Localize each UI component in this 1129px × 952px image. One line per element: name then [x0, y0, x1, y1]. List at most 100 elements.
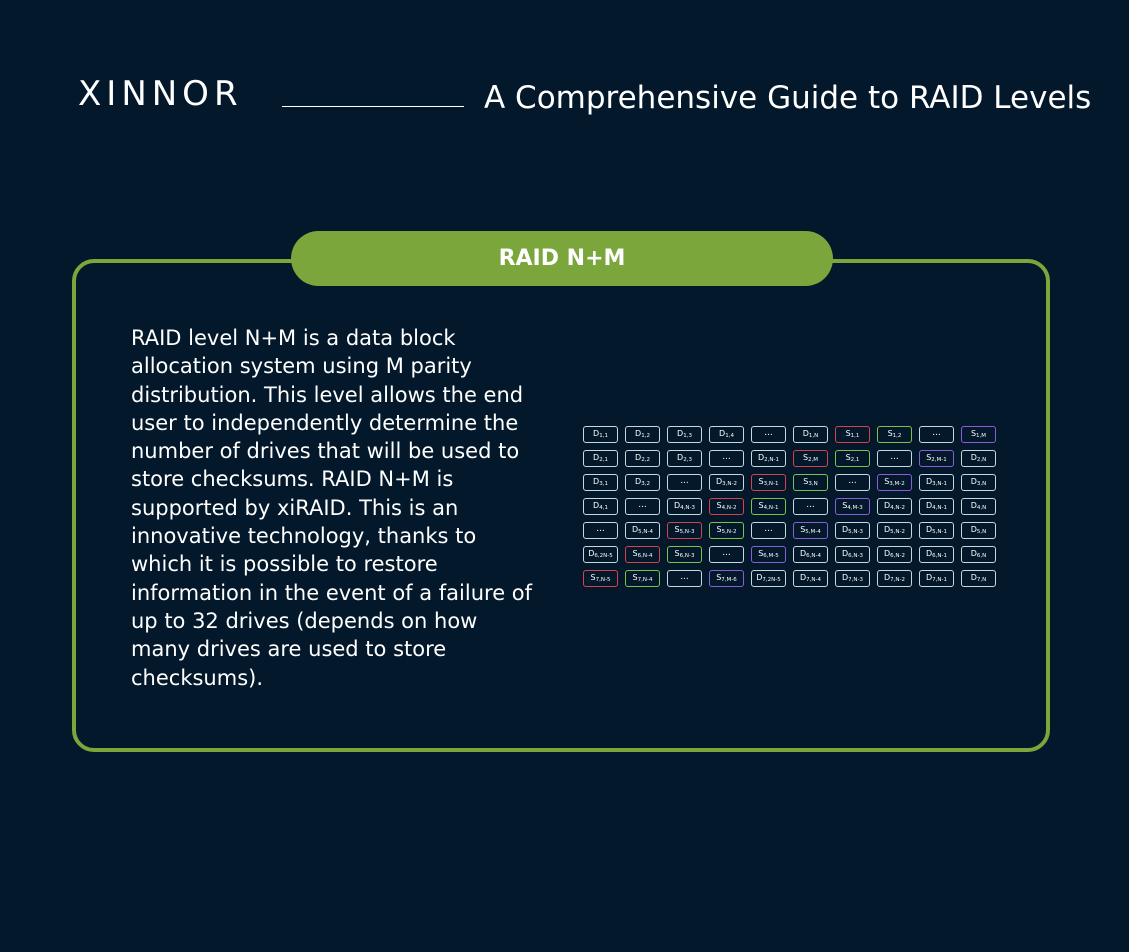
block-subscript: 6,N-4 [806, 553, 822, 559]
block-subscript: 7,2N-5 [762, 577, 781, 583]
block-cell: D5,N-1 [919, 522, 954, 539]
block-cell: ... [793, 498, 828, 515]
block-subscript: 1,1 [599, 433, 608, 439]
block-cell: D4,N-2 [877, 498, 912, 515]
block-cell: D7,N [961, 570, 996, 587]
block-label: D [635, 429, 642, 438]
block-label: D [715, 477, 723, 486]
block-label: S [716, 525, 722, 534]
block-cell: S1,M [961, 426, 996, 443]
block-cell: D7,2N-5 [751, 570, 786, 587]
block-cell: ... [751, 522, 786, 539]
block-cell: S7,N-5 [583, 570, 618, 587]
block-cell: S2,1 [835, 450, 870, 467]
block-cell: ... [667, 474, 702, 491]
block-label: D [970, 525, 977, 534]
block-cell: D3,1 [583, 474, 618, 491]
block-cell: D3,N [961, 474, 996, 491]
block-label: D [841, 549, 849, 558]
block-cell: S7,N-4 [625, 570, 660, 587]
block-cell: ... [877, 450, 912, 467]
block-cell: D5,N [961, 522, 996, 539]
block-subscript: 7,M-6 [721, 577, 737, 583]
block-subscript: 5,N-3 [679, 529, 695, 535]
block-cell: S2,M-1 [919, 450, 954, 467]
block-label: S [758, 549, 764, 558]
block-cell: D4,N [961, 498, 996, 515]
block-label: D [593, 477, 600, 486]
block-label: D [802, 429, 809, 438]
block-cell: S5,N-3 [667, 522, 702, 539]
block-label: D [970, 549, 977, 558]
block-subscript: 6,N-2 [890, 553, 906, 559]
block-subscript: 5,N-1 [932, 529, 948, 535]
block-label: D [883, 525, 891, 534]
block-cell: D6,N-1 [919, 546, 954, 563]
block-label: S [716, 573, 722, 582]
block-label: S [884, 477, 890, 486]
block-cell: S2,M [793, 450, 828, 467]
block-cell: ... [709, 450, 744, 467]
block-label: S [800, 525, 806, 534]
block-label: S [758, 501, 764, 510]
block-subscript: 7,N [976, 577, 987, 583]
block-label: S [842, 501, 848, 510]
block-subscript: 2,1 [850, 457, 860, 463]
block-cell: D7,N-3 [835, 570, 870, 587]
block-label: ... [596, 524, 605, 534]
block-label: S [970, 429, 977, 438]
block-subscript: 6,N-3 [679, 553, 695, 559]
block-label: D [970, 501, 977, 510]
block-cell: ... [751, 426, 786, 443]
block-cell: S5,N-2 [709, 522, 744, 539]
block-cell: D4,N-1 [919, 498, 954, 515]
header-divider [282, 106, 464, 107]
block-subscript: 4,N-2 [890, 505, 906, 511]
block-label: D [673, 501, 681, 510]
block-subscript: 3,N-1 [932, 481, 948, 487]
block-cell: D1,2 [625, 426, 660, 443]
block-subscript: 4,M-3 [847, 505, 863, 511]
block-label: D [925, 549, 933, 558]
block-cell: D3,2 [625, 474, 660, 491]
block-subscript: 7,N-4 [806, 577, 822, 583]
block-subscript: 4,1 [599, 505, 608, 511]
block-label: S [590, 573, 596, 582]
block-cell: D7,N-2 [877, 570, 912, 587]
block-subscript: 2,1 [599, 457, 608, 463]
block-cell: D7,N-1 [919, 570, 954, 587]
block-label: ... [806, 500, 815, 510]
block-label: S [674, 525, 680, 534]
block-label: D [883, 501, 891, 510]
block-label: D [883, 573, 891, 582]
block-subscript: 1,3 [683, 433, 692, 439]
block-subscript: 7,N-4 [637, 577, 653, 583]
block-label: ... [932, 428, 941, 438]
block-label: S [674, 549, 680, 558]
block-cell: S1,2 [877, 426, 912, 443]
block-label: D [925, 477, 933, 486]
block-subscript: 4,N-1 [763, 505, 779, 511]
block-cell: ... [667, 570, 702, 587]
block-cell: D6,N-4 [793, 546, 828, 563]
block-cell: D4,N-3 [667, 498, 702, 515]
block-label: S [802, 453, 809, 462]
block-cell: D2,1 [583, 450, 618, 467]
block-cell: D1,N [793, 426, 828, 443]
block-subscript: 3,2 [641, 481, 650, 487]
block-label: ... [722, 548, 731, 558]
block-subscript: 2,M-1 [931, 457, 947, 463]
block-cell: D2,2 [625, 450, 660, 467]
block-subscript: 4,N-1 [932, 505, 948, 511]
block-subscript: 5,N [976, 529, 987, 535]
block-cell: S6,M-5 [751, 546, 786, 563]
block-label: ... [848, 476, 857, 486]
block-subscript: 6,N-1 [932, 553, 948, 559]
block-cell: S7,M-6 [709, 570, 744, 587]
block-subscript: 3,N-1 [763, 481, 779, 487]
block-subscript: 4,N-2 [721, 505, 737, 511]
block-cell: S5,M-4 [793, 522, 828, 539]
block-cell: D3,N-1 [919, 474, 954, 491]
block-label: S [803, 477, 809, 486]
